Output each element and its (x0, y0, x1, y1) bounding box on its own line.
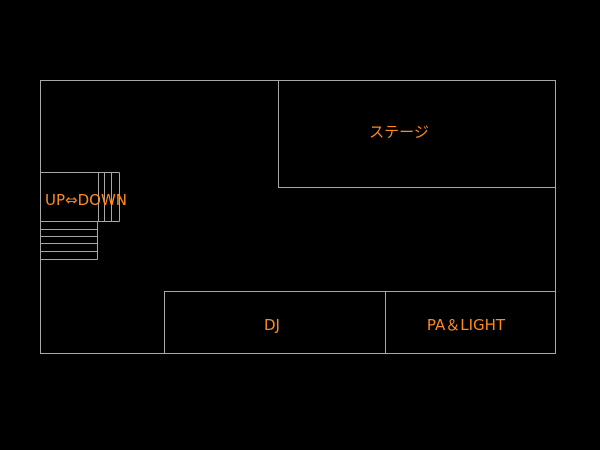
dj-booth: DJ (164, 291, 386, 354)
dj-label: DJ (264, 316, 280, 334)
pa-light-booth-outline (385, 291, 556, 354)
pa-light-booth: PA＆LIGHT (385, 291, 556, 354)
stage-area: ステージ (278, 80, 556, 188)
venue-outline (40, 80, 556, 354)
stairs-label: UP⇔DOWN (45, 191, 127, 209)
pa-light-label: PA＆LIGHT (427, 316, 506, 334)
stage-outline (278, 80, 556, 188)
stage-label: ステージ (369, 123, 429, 141)
staircase: UP⇔DOWN (40, 172, 127, 260)
